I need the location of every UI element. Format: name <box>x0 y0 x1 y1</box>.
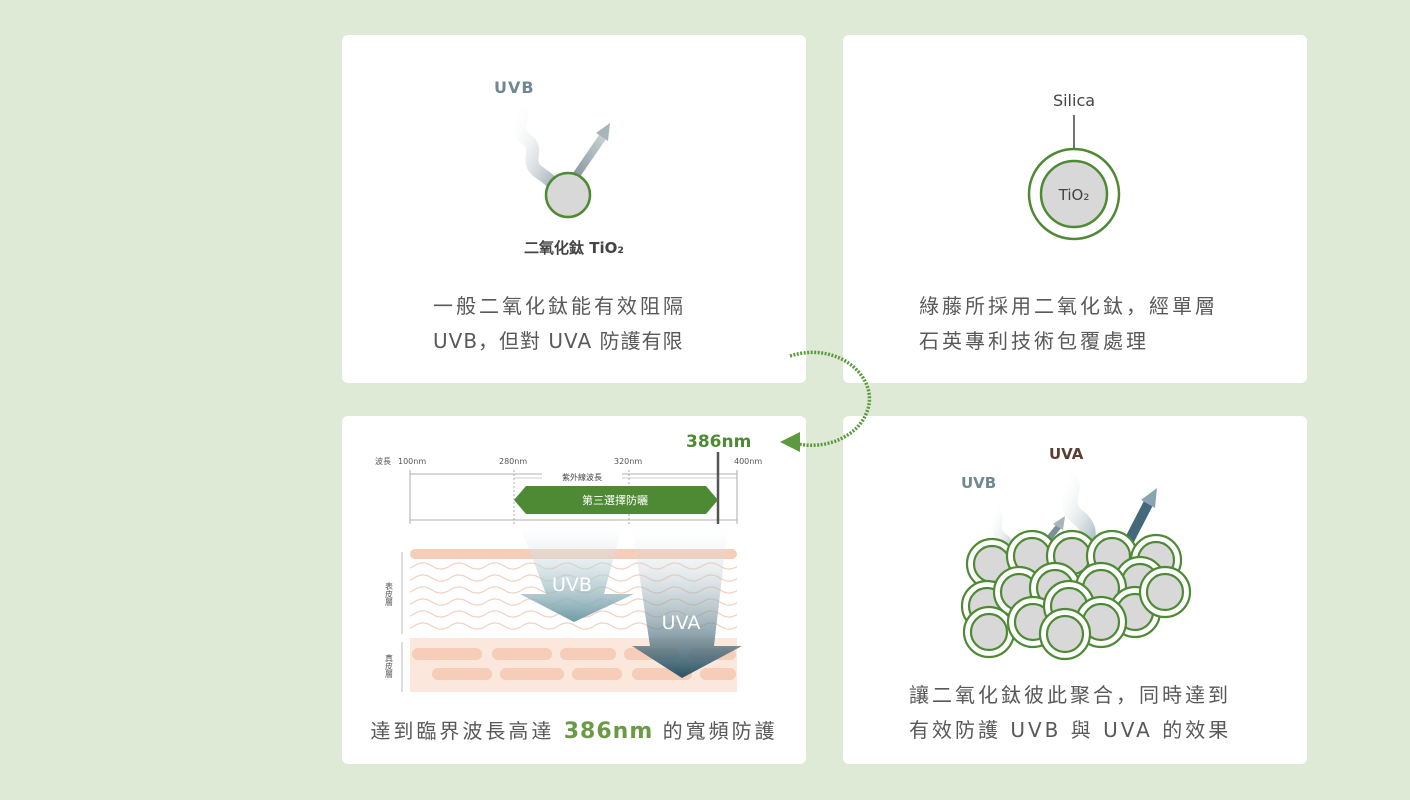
uvb-arrow-label: UVB <box>552 574 592 596</box>
cycle-arrow-head <box>780 432 800 452</box>
tio2-label: 二氧化鈦 TiO₂ <box>524 239 624 257</box>
card-standard-tio2: UVB 二氧化鈦 TiO₂ 一般二氧化鈦能有效阻隔 UVB，但對 UVA 防護有… <box>342 35 806 383</box>
uvb-label: UVB <box>961 474 996 492</box>
caption-prefix: 達到臨界波長高達 <box>370 719 555 743</box>
caption-line: 讓二氧化鈦彼此聚合，同時達到 <box>909 683 1231 707</box>
silica-label: Silica <box>1053 91 1095 110</box>
protection-range-bar <box>514 486 718 514</box>
tick-label: 320nm <box>614 457 642 466</box>
cycle-arrow-path <box>789 350 872 447</box>
caption-line: 有效防護 UVB 與 UVA 的效果 <box>909 718 1232 742</box>
card-aggregated-tio2: UVA UVB 讓二氧化鈦彼此聚合，同時達到 有效防護 UVB 與 UVA 的效… <box>843 416 1307 764</box>
tio2-core <box>1045 614 1085 654</box>
tio2-core <box>1145 572 1185 612</box>
highlight-wavelength: 386nm <box>686 432 751 452</box>
card1-caption: 一般二氧化鈦能有效阻隔 UVB，但對 UVA 防護有限 <box>342 289 806 359</box>
axis-label: 波長 <box>375 456 391 466</box>
caption-line: 石英專利技術包覆處理 <box>919 329 1149 353</box>
uva-label: UVA <box>1049 445 1084 463</box>
skin-penetration-diagram: 386nm 波長 100nm 280nm 320nm 400nm 紫外線波長 第… <box>375 432 762 692</box>
tio2-core <box>1039 159 1109 229</box>
silica-coating-diagram: Silica TiO₂ <box>1027 91 1121 241</box>
reflected-arrow-head <box>596 123 610 141</box>
cycle-arrow-icon <box>780 350 872 452</box>
caption-line: 綠藤所採用二氧化鈦，經單層 <box>919 294 1218 318</box>
uv-range-label: 紫外線波長 <box>562 472 602 482</box>
tick-label: 100nm <box>398 457 426 466</box>
reflected-uva-head <box>1141 488 1157 508</box>
uvb-penetration-arrow <box>520 526 634 622</box>
card-wavelength-protection: 386nm 波長 100nm 280nm 320nm 400nm 紫外線波長 第… <box>342 416 806 764</box>
dermis-label: 真皮層 <box>385 653 394 679</box>
card4-caption: 讓二氧化鈦彼此聚合，同時達到 有效防護 UVB 與 UVA 的效果 <box>843 678 1307 748</box>
card3-caption: 達到臨界波長高達 386nm 的寬頻防護 <box>342 714 806 749</box>
caption-line: UVB，但對 UVA 防護有限 <box>433 329 684 353</box>
uva-penetration-arrow <box>632 526 742 678</box>
card2-caption: 綠藤所採用二氧化鈦，經單層 石英專利技術包覆處理 <box>843 289 1307 359</box>
tio2-core-label: TiO₂ <box>1058 186 1090 204</box>
caption-line: 一般二氧化鈦能有效阻隔 <box>433 294 686 318</box>
tio2-core <box>969 612 1009 652</box>
aggregate-diagram: UVA UVB <box>960 445 1192 661</box>
uv-range-bg <box>542 471 622 483</box>
tio2-particle <box>544 171 592 219</box>
card-silica-coated-tio2: Silica TiO₂ 綠藤所採用二氧化鈦，經單層 石英專利技術包覆處理 <box>843 35 1307 383</box>
tio2-reflection-diagram: UVB 二氧化鈦 TiO₂ <box>494 78 624 257</box>
caption-wavelength-value: 386nm <box>563 719 654 744</box>
caption-suffix: 的寬頻防護 <box>662 719 778 743</box>
uvb-label: UVB <box>494 78 535 97</box>
tick-label: 400nm <box>734 457 762 466</box>
tio2-particle-cluster <box>960 529 1192 661</box>
epidermis-label: 表皮層 <box>385 581 394 607</box>
tick-label: 280nm <box>499 457 527 466</box>
protection-label: 第三選擇防曬 <box>582 493 648 507</box>
uva-arrow-label: UVA <box>662 612 701 634</box>
reflected-uvb-head <box>1053 516 1065 530</box>
